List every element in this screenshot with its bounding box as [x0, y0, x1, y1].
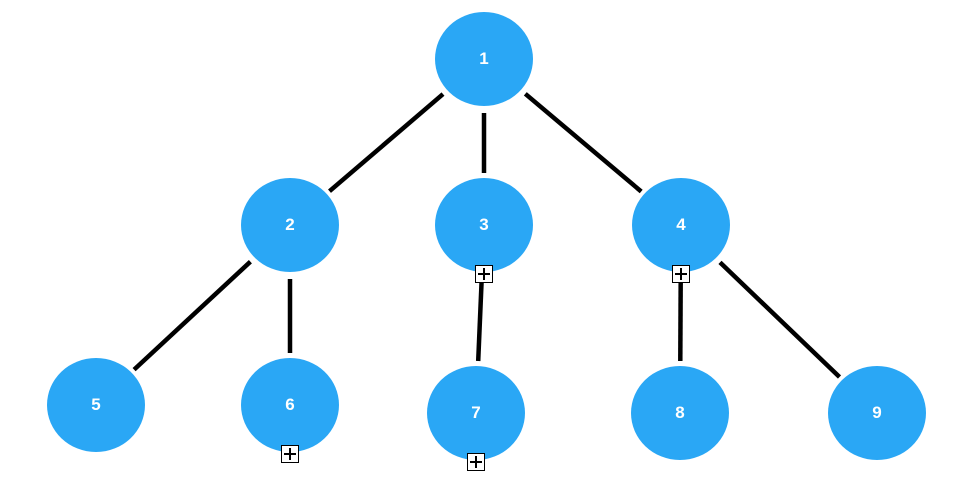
- tree-node-3[interactable]: 3: [435, 178, 533, 272]
- expand-plus-icon[interactable]: [467, 453, 485, 471]
- node-label: 9: [872, 403, 882, 422]
- edge-4-9: [718, 260, 842, 379]
- tree-node-8[interactable]: 8: [631, 366, 729, 460]
- node-label: 3: [479, 215, 489, 234]
- tree-node-6[interactable]: 6: [241, 358, 339, 452]
- node-label: 6: [285, 395, 295, 414]
- node-label: 7: [471, 403, 481, 422]
- tree-node-5[interactable]: 5: [47, 358, 145, 452]
- tree-node-2[interactable]: 2: [241, 178, 339, 272]
- edge-1-2: [328, 92, 445, 193]
- tree-node-7[interactable]: 7: [427, 366, 525, 460]
- tree-node-4[interactable]: 4: [632, 178, 730, 272]
- tree-node-1[interactable]: 1: [435, 12, 533, 106]
- node-label: 5: [91, 395, 101, 414]
- expand-plus-icon[interactable]: [672, 265, 690, 283]
- expand-plus-icon[interactable]: [475, 265, 493, 283]
- node-label: 8: [675, 403, 685, 422]
- edge-2-5: [132, 260, 252, 372]
- edge-3-7: [475, 278, 484, 362]
- tree-node-9[interactable]: 9: [828, 366, 926, 460]
- node-label: 2: [285, 215, 295, 234]
- edge-1-4: [523, 92, 643, 194]
- node-label: 4: [676, 215, 686, 234]
- node-label: 1: [479, 49, 489, 68]
- expand-plus-icon[interactable]: [281, 445, 299, 463]
